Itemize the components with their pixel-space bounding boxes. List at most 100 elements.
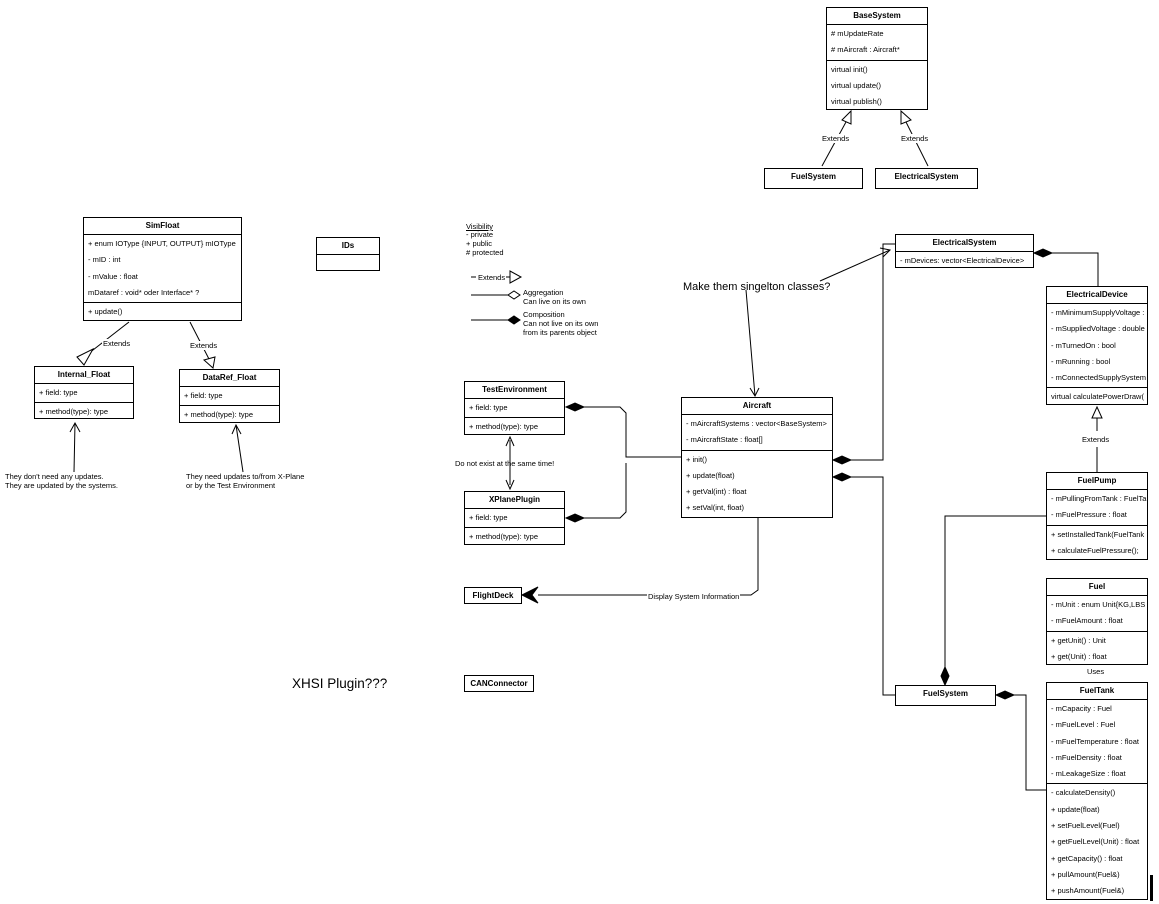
attribute-section: - mCapacity : Fuel - mFuelLevel : Fuel - m… [1047,700,1147,785]
class-sim-float[interactable]: SimFloat+ enum IOType {INPUT, OUTPUT} mI… [83,217,242,321]
method-row: + getVal(int) : float [686,487,747,497]
method-row: + method(type): type [39,407,108,417]
legend-extends-label: Extends [477,273,507,282]
method-row: virtual init() [831,64,868,74]
class-fuel[interactable]: Fuel- mUnit : enum Unit{KG,LBS- mFuelAmo… [1046,578,1148,665]
class-aircraft[interactable]: Aircraft- mAircraftSystems : vector<Base… [681,397,833,518]
extends-label-electrical-system: Extends [900,134,930,143]
extends-line-electrical-system [905,121,929,167]
xhsi-note: XHSI Plugin??? [292,676,388,691]
class-base-system[interactable]: BaseSystem# mUpdateRate# mAircraft : Air… [826,7,928,110]
method-row: + get(Unit) : float [1051,651,1107,661]
legend-visibility-private: - private [466,230,494,239]
attribute-row: - mFuelTemperature : float [1051,736,1139,746]
class-internal-float[interactable]: Internal_Float + field: type + method(type… [34,366,134,419]
composition-diamond [831,455,853,465]
composition-diamond [1032,248,1054,258]
display-info-line [538,518,759,596]
legend-aggregation-note: Can live on its own [523,297,586,306]
class-test-environment[interactable]: TestEnvironment+ field: type+ method(typ… [464,381,565,435]
method-row: + getFuelLevel(Unit) : float [1051,837,1140,847]
class-dataref-float[interactable]: DataRef_Float+ field: type+ method(type)… [179,369,280,423]
attribute-section: - mUnit : enum Unit{KG,LBS- mFuelAmount … [1047,596,1147,632]
attribute-row: - mCapacity : Fuel [1051,704,1112,713]
no-updates-note: They don't need any updates. They are up… [5,472,118,490]
composition-line-test-environment [582,406,681,458]
class-fuel-tank[interactable]: FuelTank - mCapacity : Fuel - mFuelLevel :… [1046,682,1148,900]
arrow-head [749,387,760,398]
attribute-section: + field: type [465,399,564,419]
class-name: FuelSystem [791,172,836,181]
class-flight-deck[interactable]: FlightDeck [464,587,522,604]
method-row: + method(type): type [184,410,253,420]
method-row: + setVal(int, float) [686,503,745,513]
not-same-time-label: Do not exist at the same time! [455,459,555,468]
method-row: + init() [686,454,708,464]
class-electrical-device[interactable]: ElectricalDevice- mMinimumSupplyVoltage … [1046,286,1148,405]
attribute-section: + enum IOType {INPUT, OUTPUT} mIOType - m… [84,235,241,304]
class-name: DataRef_Float [180,370,279,387]
attribute-row: - mSuppliedVoltage : double [1051,324,1145,334]
composition-line-fuel-pump [944,515,1046,667]
attribute-row: - mFuelAmount : float [1051,616,1123,626]
attribute-row: + enum IOType {INPUT, OUTPUT} mIOType [88,239,236,248]
composition-diamond [831,472,853,482]
legend-aggregation-diamond [507,290,521,300]
class-name: CANConnector [470,679,528,688]
arrow-head [505,479,515,491]
class-can-connector[interactable]: CANConnector [464,675,534,692]
class-fuel-pump[interactable]: FuelPump- mPullingFromTank : FuelTa- mFu… [1046,472,1148,560]
class-name: ElectricalSystem [896,235,1033,252]
composition-diamond [564,402,586,412]
method-section: + update() [84,303,241,320]
class-electrical-system-top[interactable]: ElectricalSystem [875,168,978,189]
attribute-row: + field: type [469,403,508,412]
legend-visibility-title: Visibility [466,222,493,231]
inheritance-arrow-head [76,347,95,366]
legend-aggregation-label: Aggregation [523,288,564,297]
method-section: virtual init()virtual update()virtual pu… [827,61,927,109]
display-info-label: Display System Information [647,592,741,601]
method-row: + update(float) [686,470,735,480]
extends-label-electrical: Extends [1081,435,1111,444]
attribute-section: + field: type [35,384,133,404]
method-row: + update() [88,307,123,317]
attribute-row: - mAircraftState : float[] [686,435,763,445]
arrow-head [69,421,81,433]
method-row: + method(type): type [469,422,538,432]
class-xplane-plugin[interactable]: XPlanePlugin+ field: type+ method(type):… [464,491,565,545]
composition-line-xplane-plugin [582,463,627,519]
method-section: + method(type): type [180,406,279,422]
attribute-row: mDataref : void* oder Interface* ? [88,287,200,297]
class-fuel-system[interactable]: FuelSystem [895,685,996,706]
attribute-row: - mID : int [88,255,121,265]
method-row: + method(type): type [469,532,538,542]
note-arrow-dataref-float [235,424,244,473]
inheritance-arrow-head [202,356,216,369]
class-fuel-system-top[interactable]: FuelSystem [764,168,863,189]
singleton-note: Make them singelton classes? [683,281,831,293]
attribute-row: # mAircraft : Aircraft* [831,45,900,55]
method-row: + update(float) [1051,804,1100,814]
class-name: ElectricalDevice [1047,287,1147,304]
class-electrical-system[interactable]: ElectricalSystem- mDevices: vector<Elect… [895,234,1034,268]
attribute-row: + field: type [39,388,78,397]
legend-visibility-public: + public [466,239,493,248]
class-name: FuelSystem [923,689,968,698]
class-name: Internal_Float [35,367,133,384]
extends-label-internal-float: Extends [102,339,132,348]
legend-composition-note: Can not live on its own from its parents… [523,319,599,337]
composition-line-electrical-device [1052,252,1099,286]
page-edge-mark [1150,875,1153,901]
class-ids[interactable]: IDs [316,237,380,271]
class-name: BaseSystem [827,8,927,25]
attribute-row: - mTurnedOn : bool [1051,340,1116,350]
method-section: - calculateDensity()+ update(float)+ set… [1047,784,1147,899]
singleton-arrow-aircraft [745,289,756,397]
class-name: Aircraft [682,398,832,415]
class-name: FuelTank [1047,683,1147,700]
legend-composition-diamond [507,315,521,325]
attribute-section: # mUpdateRate# mAircraft : Aircraft* [827,25,927,61]
method-row: + setFuelLevel(Fuel) [1051,821,1120,831]
attribute-row: - mFuelLevel : Fuel [1051,720,1116,730]
